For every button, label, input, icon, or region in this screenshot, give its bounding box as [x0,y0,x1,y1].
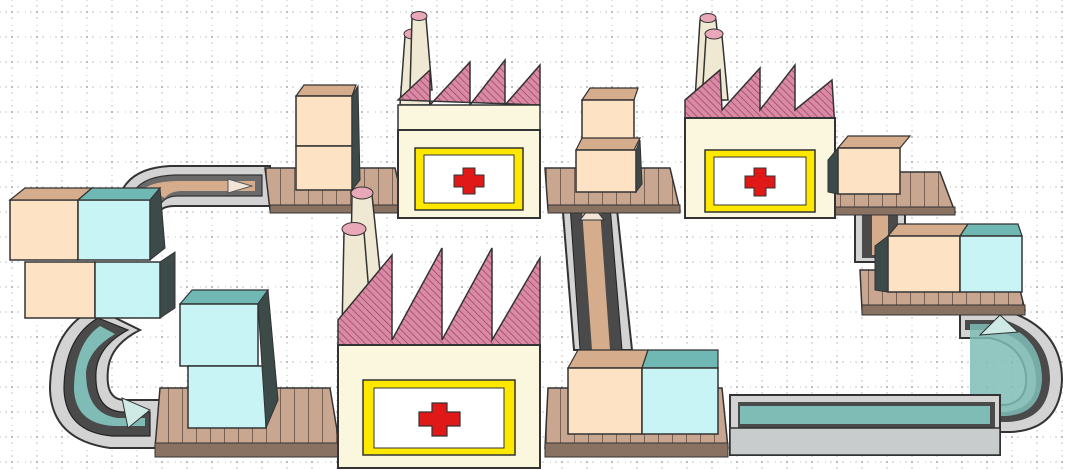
stack-top-left [294,84,361,192]
factory-top-right [684,13,836,219]
stack-top-center [575,87,643,194]
factory-top-left [396,11,541,219]
red-cross-icon [453,167,485,195]
conveyor-right-curve [959,311,1064,433]
conveyor-arrow-right-icon [227,178,254,194]
red-cross-icon [744,167,776,197]
conveyor-bottom-right [729,394,1001,456]
conveyor-left-curve [48,306,161,449]
red-cross-plaque [362,379,516,456]
stack-right [874,223,1023,293]
factory-roof [396,57,541,108]
conveyor-arrow-curve-icon [121,397,151,429]
conveyor-arrow-up-right-icon [978,314,1020,336]
red-cross-plaque [414,147,524,211]
factory-front [337,186,541,469]
stack-top-right [827,135,912,195]
stack-front-center [566,349,719,435]
stack-front-left [178,288,279,429]
stack-left [8,186,176,319]
chimney [694,13,729,101]
conveyor-center-vertical [560,199,634,351]
red-cross-plaque [704,149,816,213]
chimney [399,11,433,106]
red-cross-icon [418,402,461,437]
